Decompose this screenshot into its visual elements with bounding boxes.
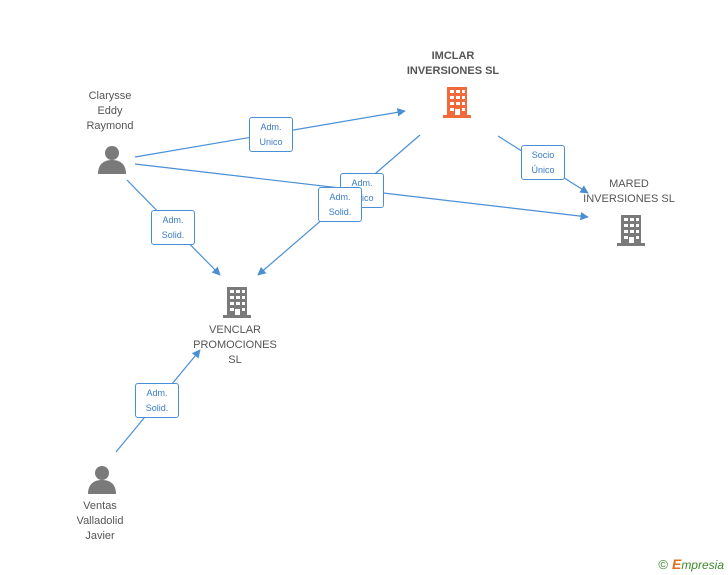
edge-label-imclar-venclar[interactable]: Adm. Solid. (318, 187, 362, 222)
brand-footer: ©Empresia (658, 556, 724, 572)
node-label-line: IMCLAR (431, 50, 475, 62)
edges (115, 108, 589, 453)
building-icon-imclar[interactable] (441, 85, 473, 119)
edge-label-line: Adm. (329, 192, 351, 202)
node-label-line: MARED (609, 178, 649, 190)
edge-label-line: Adm. (162, 215, 184, 225)
node-label-ventas[interactable]: Ventas Valladolid Javier (58, 499, 142, 544)
node-label-line: Eddy (97, 105, 123, 117)
building-icon-venclar[interactable] (221, 285, 253, 319)
node-label-clarysse[interactable]: Clarysse Eddy Raymond (70, 89, 150, 134)
brand-name: mpresia (681, 558, 724, 572)
node-label-imclar[interactable]: IMCLAR INVERSIONES SL (392, 49, 514, 79)
node-label-line: PROMOCIONES (193, 339, 277, 351)
edge-label-clarysse-imclar[interactable]: Adm. Unico (249, 117, 293, 152)
edge-label-line: Socio (531, 150, 555, 160)
node-label-mared[interactable]: MARED INVERSIONES SL (574, 177, 684, 207)
node-label-line: INVERSIONES SL (583, 193, 675, 205)
node-label-line: Ventas (83, 500, 117, 512)
node-label-line: Valladolid (76, 515, 124, 527)
edge-label-line: Adm. (260, 122, 282, 132)
person-icon-ventas[interactable] (86, 464, 118, 494)
edge-label-line: Solid. (145, 403, 169, 413)
edge-label-line: Único (531, 165, 555, 175)
edge-label-line: Solid. (161, 230, 185, 240)
node-label-line: SL (228, 354, 242, 366)
edge-label-line: Adm. (351, 178, 373, 188)
node-label-line: VENCLAR (209, 324, 261, 336)
edge-label-line: Solid. (328, 207, 352, 217)
edge-label-line: Unico (259, 137, 283, 147)
node-label-line: Clarysse (88, 90, 132, 102)
brand-initial: E (671, 556, 682, 572)
node-label-line: INVERSIONES SL (406, 65, 500, 77)
copyright-symbol: © (658, 557, 668, 572)
building-icon-mared[interactable] (615, 213, 647, 247)
person-icon-clarysse[interactable] (96, 144, 128, 174)
edge-label-ventas-venclar[interactable]: Adm. Solid. (135, 383, 179, 418)
node-label-line: Javier (85, 530, 115, 542)
edge-label-clarysse-venclar[interactable]: Adm. Solid. (151, 210, 195, 245)
edge-label-line: Adm. (146, 388, 168, 398)
node-label-venclar[interactable]: VENCLAR PROMOCIONES SL (185, 323, 285, 368)
node-label-line: Raymond (86, 120, 134, 132)
edge-label-imclar-mared[interactable]: Socio Único (521, 145, 565, 180)
